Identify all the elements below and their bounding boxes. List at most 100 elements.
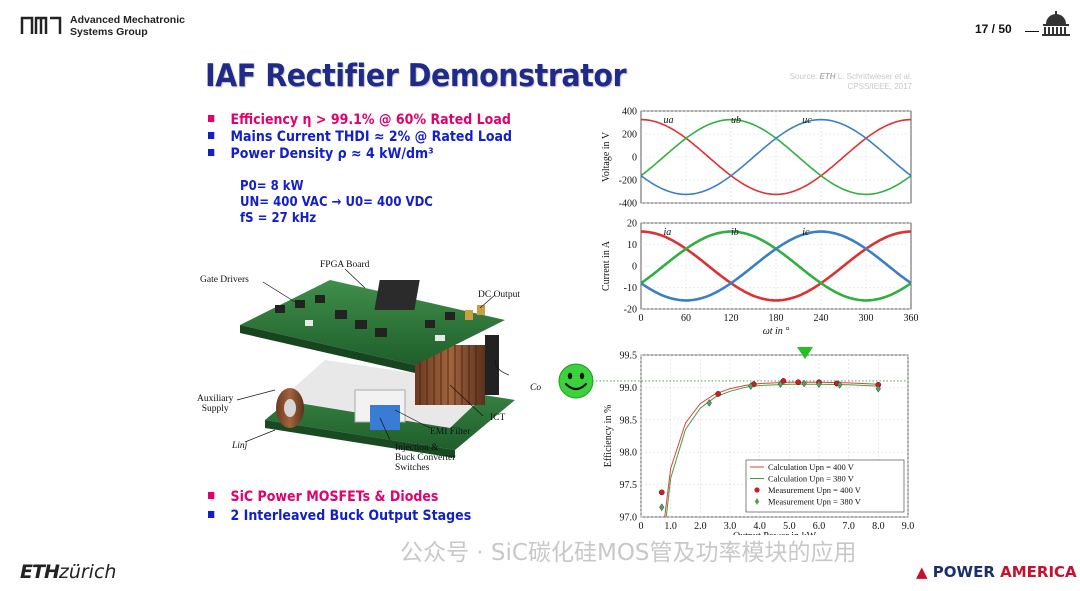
label-dc-output: DC Output xyxy=(478,290,520,300)
meas-380-point xyxy=(801,379,807,388)
series-line-uc xyxy=(640,118,912,196)
y-tick-label: -10 xyxy=(624,283,637,294)
y-tick-label: -400 xyxy=(619,199,637,210)
ams-logo xyxy=(20,16,62,34)
x-tick-label: 0 xyxy=(639,521,644,532)
x-tick-label: 180 xyxy=(769,313,784,324)
x-tick-label: 360 xyxy=(904,313,919,324)
y-tick-label: 200 xyxy=(622,130,637,141)
x-tick-label: 2.0 xyxy=(694,521,707,532)
series-label-ib: ib xyxy=(731,227,739,238)
x-tick-label: 120 xyxy=(724,313,739,324)
spec-power: P0= 8 kW xyxy=(240,179,304,194)
bullet-buck-stages: 2 Interleaved Buck Output Stages xyxy=(208,508,471,524)
x-tick-label: 9.0 xyxy=(902,521,915,532)
legend-box xyxy=(745,459,905,513)
y-tick-label: 99.0 xyxy=(620,383,638,394)
x-tick-label: 7.0 xyxy=(842,521,855,532)
slide-title: IAF Rectifier Demonstrator xyxy=(205,58,627,94)
legend-label: Calculation Upn = 380 V xyxy=(768,474,855,484)
series-label-ub: ub xyxy=(731,115,741,126)
bullet-marker xyxy=(208,492,215,499)
group-name: Advanced Mechatronic Systems Group xyxy=(70,14,185,38)
series-label-ic: ic xyxy=(802,227,810,238)
x-tick-label: 4.0 xyxy=(753,521,766,532)
calc-400-line xyxy=(664,381,879,518)
bullet-efficiency: Efficiency η > 99.1% @ 60% Rated Load xyxy=(208,112,511,128)
y-tick-label: -20 xyxy=(624,305,637,316)
y-tick-label: 0 xyxy=(632,153,637,164)
spec-frequency: fS = 27 kHz xyxy=(240,211,317,226)
label-emi-filter: EMI Filter xyxy=(430,427,471,437)
x-axis-label: Output Power in kW xyxy=(733,531,817,535)
meas-380-point xyxy=(837,380,843,389)
y-tick-label: 20 xyxy=(627,219,637,230)
legend-label: Measurement Upn = 380 V xyxy=(768,497,862,507)
x-tick-label: 1.0 xyxy=(664,521,677,532)
watermark-text: 公众号 · SiC碳化硅MOS管及功率模块的应用 xyxy=(400,540,857,566)
y-tick-label: 0 xyxy=(632,262,637,273)
calc-380-line xyxy=(665,383,879,518)
power-america-logo: ▲ POWER AMERICA xyxy=(916,563,1077,581)
meas-380-point xyxy=(706,398,712,407)
series-label-ua: ua xyxy=(664,115,674,126)
x-tick-label: 0 xyxy=(639,313,644,324)
x-tick-label: 60 xyxy=(681,313,691,324)
meas-380-point xyxy=(777,380,784,389)
y-tick-label: 98.0 xyxy=(620,448,638,459)
meas-380-point xyxy=(659,503,665,512)
legend-label: Measurement Upn = 400 V xyxy=(768,485,862,495)
label-fpga-board: FPGA Board xyxy=(320,260,370,270)
y-tick-label: 98.5 xyxy=(620,415,638,426)
bullet-marker xyxy=(208,115,215,122)
page-number: 17 / 50 xyxy=(975,22,1012,36)
label-gate-drivers: Gate Drivers xyxy=(200,275,249,285)
y-tick-label: 400 xyxy=(622,107,637,118)
y-tick-label: 99.5 xyxy=(620,351,638,362)
eth-zurich-logo: ETHzürich xyxy=(20,561,117,583)
x-tick-label: 5.0 xyxy=(783,521,796,532)
y-tick-label: -200 xyxy=(619,176,637,187)
demonstrator-photo xyxy=(236,268,515,458)
spec-voltage: UN= 400 VAC → U0= 400 VDC xyxy=(240,195,433,210)
down-arrow-icon xyxy=(797,347,813,359)
bullet-marker xyxy=(208,511,215,518)
y-axis-label: Current in A xyxy=(601,240,612,291)
meas-380-point xyxy=(748,382,754,391)
series-line-ic xyxy=(640,230,912,302)
y-axis-label: Efficiency in % xyxy=(603,405,614,468)
y-tick-label: 97.0 xyxy=(620,513,638,524)
y-tick-label: 97.5 xyxy=(620,480,638,491)
label-linj: Linj xyxy=(232,441,248,451)
x-tick-label: 240 xyxy=(814,313,829,324)
legend-label: Calculation Upn = 400 V xyxy=(768,462,855,472)
x-tick-label: 300 xyxy=(859,313,874,324)
meas-400-point xyxy=(715,391,721,397)
bullet-mains-current: Mains Current THDI ≈ 2% @ Rated Load xyxy=(208,129,512,145)
meas-380-point xyxy=(875,384,881,393)
x-tick-label: 3.0 xyxy=(724,521,737,532)
series-label-ia: ia xyxy=(664,227,672,238)
bullet-sic-mosfets: SiC Power MOSFETs & Diodes xyxy=(208,489,438,505)
legend-swatch xyxy=(754,487,760,493)
x-axis-label: ωt in ° xyxy=(763,326,790,337)
label-ict: ICT xyxy=(490,413,506,423)
meas-380-point xyxy=(816,380,822,389)
meas-400-point xyxy=(795,379,802,386)
bullet-marker xyxy=(208,149,215,156)
bullet-marker xyxy=(208,132,215,139)
x-tick-label: 8.0 xyxy=(872,521,885,532)
x-tick-label: 6.0 xyxy=(813,521,826,532)
series-label-uc: uc xyxy=(802,115,812,126)
page-divider xyxy=(1025,31,1039,32)
building-dome-icon xyxy=(1042,11,1070,36)
label-co: Co xyxy=(530,383,542,393)
smiley-icon xyxy=(558,363,594,399)
meas-400-point xyxy=(658,489,665,496)
y-tick-label: 10 xyxy=(627,240,637,251)
efficiency-chart: 99.5 99.0 98.5 98.0 97.5 97.00 1.0 2.0 3.0 4.0 5.0… xyxy=(596,351,915,535)
